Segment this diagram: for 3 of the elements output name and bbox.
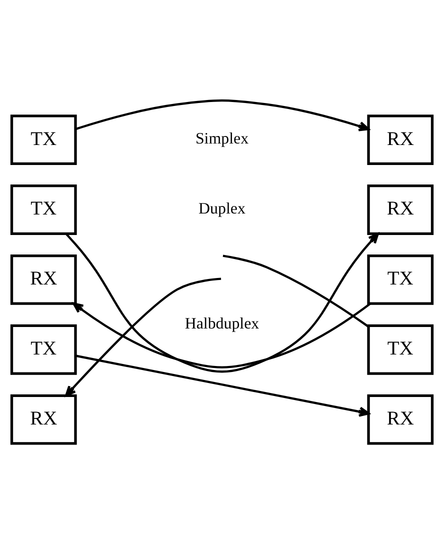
label: Halbduplex	[184, 315, 260, 332]
label: Duplex	[198, 200, 246, 218]
label: Simplex	[195, 130, 249, 148]
